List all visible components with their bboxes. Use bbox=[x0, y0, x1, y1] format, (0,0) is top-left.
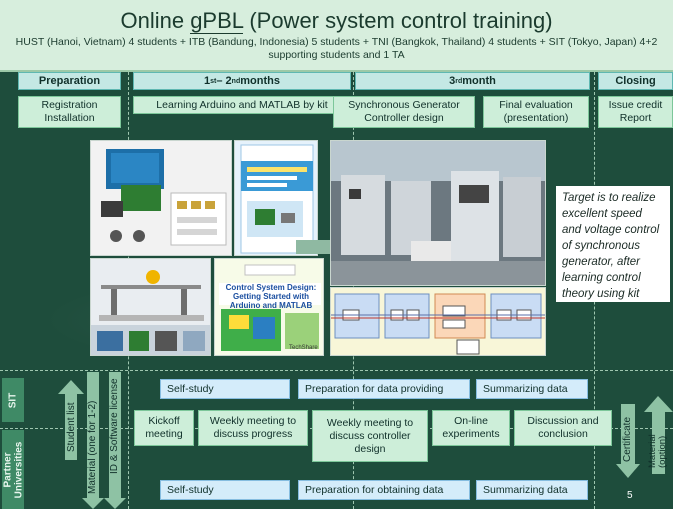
arduino-matlab-box-photo bbox=[234, 140, 318, 256]
sit-prep-data-providing: Preparation for data providing bbox=[298, 379, 470, 399]
weekly-meeting-progress: Weekly meeting to discuss progress bbox=[198, 410, 308, 446]
phase-preparation: Preparation bbox=[18, 72, 121, 90]
partner-self-study: Self-study bbox=[160, 480, 290, 500]
arduino-kit-photo bbox=[90, 140, 232, 256]
down-arrow-icon bbox=[82, 372, 104, 509]
page-number: 5 bbox=[627, 490, 633, 501]
pendulum-experiment-photo bbox=[90, 258, 211, 356]
task-issue-credit: Issue credit Report bbox=[598, 96, 673, 128]
kickoff-meeting: Kickoff meeting bbox=[134, 410, 194, 446]
title-gpbl: gPBL bbox=[190, 8, 244, 34]
row-label-sit: SIT bbox=[2, 378, 24, 422]
system-block-diagram bbox=[330, 287, 546, 356]
discussion-conclusion: Discussion and conclusion bbox=[514, 410, 612, 446]
student-list-label: Student list bbox=[66, 402, 77, 452]
down-arrow-icon bbox=[104, 372, 126, 509]
title-prefix: Online bbox=[120, 8, 191, 33]
partner-prep-obtaining-data: Preparation for obtaining data bbox=[298, 480, 470, 500]
title-suffix: (Power system control training) bbox=[243, 8, 553, 33]
phase-closing: Closing bbox=[598, 72, 673, 90]
partner-summarizing-data: Summarizing data bbox=[476, 480, 588, 500]
book-title: Control System Design: Getting Started w… bbox=[225, 283, 317, 310]
divider-line bbox=[0, 370, 673, 371]
sit-summarizing-data: Summarizing data bbox=[476, 379, 588, 399]
row-label-partner-universities: Partner Universities bbox=[2, 430, 24, 509]
online-experiments: On-line experiments bbox=[432, 410, 510, 446]
down-arrow-icon bbox=[616, 404, 640, 478]
certificate-label: Certificate bbox=[622, 416, 633, 462]
material-option-label: Material (option) bbox=[647, 434, 668, 468]
task-final-evaluation: Final evaluation (presentation) bbox=[483, 96, 589, 128]
id-software-license-label: ID & Software license bbox=[109, 378, 120, 474]
participants-subtitle: HUST (Hanoi, Vietnam) 4 students + ITB (… bbox=[15, 36, 658, 61]
sit-self-study: Self-study bbox=[160, 379, 290, 399]
title-box: Online gPBL (Power system control traini… bbox=[0, 0, 673, 72]
lab-equipment-photo bbox=[330, 140, 546, 286]
task-synchronous-design: Synchronous Generator Controller design bbox=[333, 96, 475, 128]
task-registration: Registration Installation bbox=[18, 96, 121, 128]
page-title: Online gPBL (Power system control traini… bbox=[0, 8, 673, 34]
up-arrow-icon bbox=[58, 380, 84, 460]
right-arrow-icon bbox=[296, 240, 330, 254]
book-publisher: TechShare bbox=[289, 345, 318, 351]
up-arrow-icon bbox=[644, 396, 673, 474]
material-label: Material (one for 1-2) bbox=[87, 400, 98, 494]
weekly-meeting-controller: Weekly meeting to discuss controller des… bbox=[312, 410, 428, 462]
task-learning-kit: Learning Arduino and MATLAB by kit bbox=[133, 96, 351, 114]
target-description: Target is to realize excellent speed and… bbox=[556, 186, 670, 302]
control-book-photo: Control System Design: Getting Started w… bbox=[214, 258, 324, 356]
